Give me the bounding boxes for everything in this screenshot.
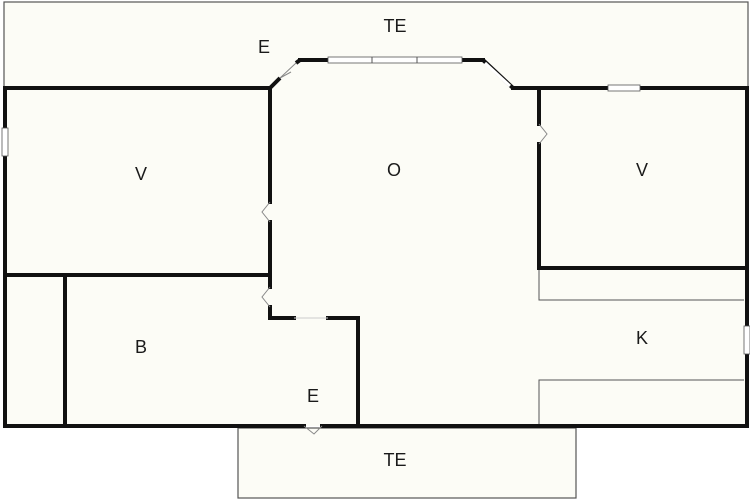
door-entrance-top	[279, 62, 297, 79]
label-living: O	[387, 160, 401, 180]
label-kitchen: K	[636, 328, 648, 348]
window-right-bedroom	[607, 84, 641, 92]
doors	[261, 62, 548, 435]
house-floor	[5, 60, 747, 426]
label-bedroom-right: V	[636, 160, 648, 180]
label-entrance-bottom: E	[307, 386, 319, 406]
windows	[1, 56, 750, 355]
door-swing-entrance-top	[279, 71, 292, 79]
label-terrace-bottom: TE	[383, 450, 406, 470]
terrace-bottom-area	[237, 427, 577, 499]
label-entrance-top: E	[258, 37, 270, 57]
door-bedroom-left	[261, 201, 271, 223]
walls	[3, 58, 749, 428]
door-front	[303, 425, 323, 435]
door-bathroom	[261, 286, 271, 308]
window-top	[327, 56, 463, 64]
door-bedroom-right	[538, 123, 548, 145]
label-bedroom-left: V	[135, 164, 147, 184]
window-bay-right	[483, 61, 512, 88]
label-terrace-top: TE	[383, 16, 406, 36]
label-bathroom: B	[135, 337, 147, 357]
window-left-bedroom	[1, 127, 9, 157]
window-kitchen	[743, 325, 750, 355]
kitchen-counters	[538, 269, 744, 426]
